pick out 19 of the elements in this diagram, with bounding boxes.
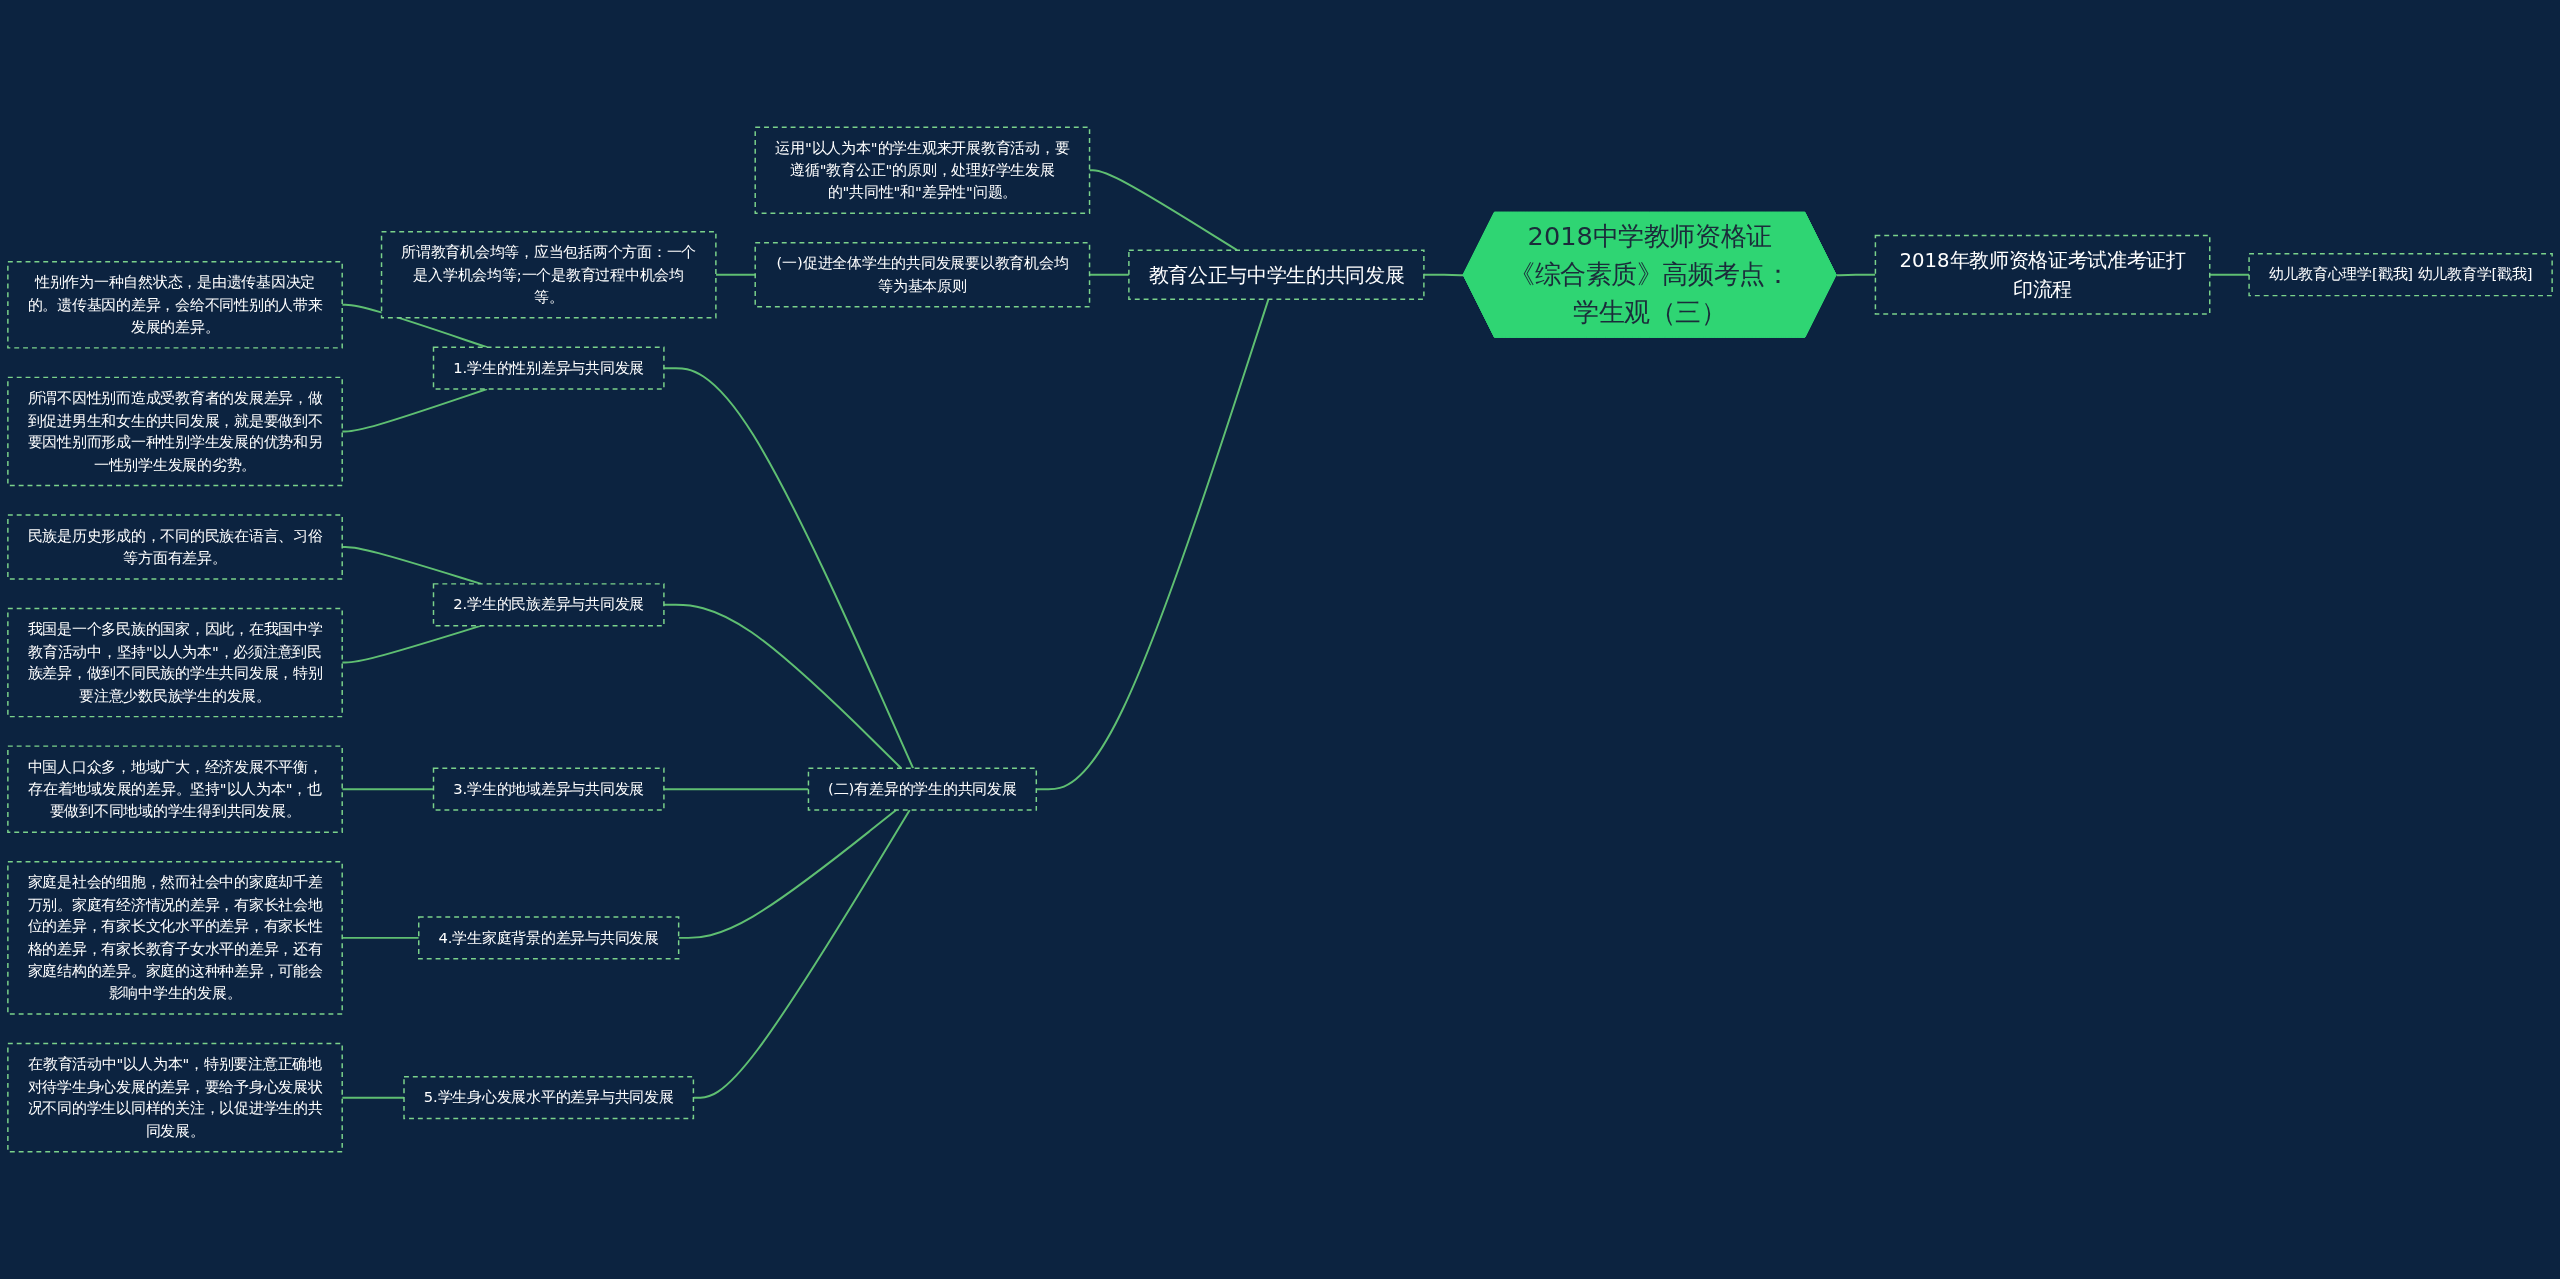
node-box: 4.学生家庭背景的差异与共同发展 [418,916,680,960]
node-box: 3.学生的地域差异与共同发展 [432,767,665,811]
node-box: 中国人口众多，地域广大，经济发展不平衡，存在着地域发展的差异。坚持"以人为本"，也要做到不同地域的学生得到共同发展。 [7,745,343,833]
node-box: (一)促进全体学生的共同发展要以教育机会均等为基本原则 [754,242,1091,308]
node-box: 我国是一个多民族的国家，因此，在我国中学教育活动中，坚持"以人为本"，必须注意到民族差异，做到不同民族的学生共同发展，特别要注意少数民族学生的发展。 [7,607,343,718]
node-box: 1.学生的性别差异与共同发展 [432,346,665,390]
node-box: 教育公正与中学生的共同发展 [1128,249,1425,301]
node-box: 2018年教师资格证考试准考证打印流程 [1874,234,2211,315]
node-box: 2.学生的民族差异与共同发展 [432,583,665,627]
node-box: 性别作为一种自然状态，是由遗传基因决定的。遗传基因的差异，会给不同性别的人带来发展的差异。 [7,261,343,349]
node-box: 所谓教育机会均等，应当包括两个方面：一个是入学机会均等;一个是教育过程中机会均等。 [380,231,717,319]
node-box: 运用"以人为本"的学生观来开展教育活动，要遵循"教育公正"的原则，处理好学生发展的"共同性"和"差异性"问题。 [754,126,1091,214]
node-box: 在教育活动中"以人为本"，特别要注意正确地对待学生身心发展的差异，要给予身心发展状况不同的学生以同样的关注，以促进学生的共同发展。 [7,1042,343,1153]
node-box: 民族是历史形成的，不同的民族在语言、习俗等方面有差异。 [7,514,343,580]
node-box: 5.学生身心发展水平的差异与共同发展 [403,1076,695,1120]
node-box: 家庭是社会的细胞，然而社会中的家庭却千差万别。家庭有经济情况的差异，有家长社会地位的差异，有家长文化水平的差异，有家长性格的差异，有家长教育子女水平的差异，还有家庭结构的差异。家庭的这种种差异，可能会影响中学生的发展。 [7,860,343,1015]
node-box: (二)有差异的学生的共同发展 [807,767,1038,811]
node-box: 所谓不因性别而造成受教育者的发展差异，做到促进男生和女生的共同发展，就是要做到不要因性别而形成一种性别学生发展的优势和另一性别学生发展的劣势。 [7,376,343,487]
node-box: 幼儿教育心理学[戳我] 幼儿教育学[戳我] [2248,253,2553,297]
